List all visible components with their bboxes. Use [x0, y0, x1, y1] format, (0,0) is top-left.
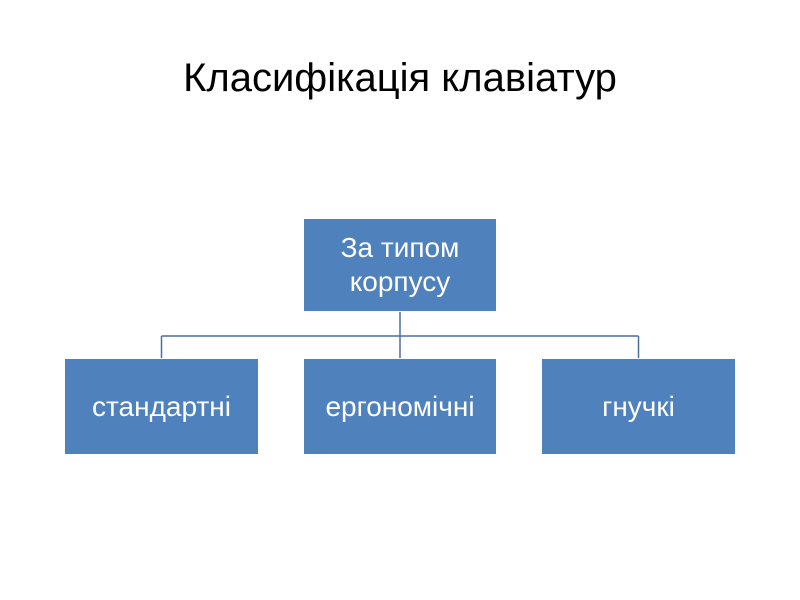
- child-node-label-standard: стандартні: [92, 390, 231, 422]
- root-node-label: За типом корпусу: [340, 232, 460, 297]
- child-node-box-flexible: гнучкі: [541, 358, 736, 455]
- root-node-box: За типом корпусу: [303, 218, 497, 312]
- child-node-box-standard: стандартні: [64, 358, 259, 455]
- child-node-box-ergonomic: ергономічні: [303, 358, 497, 455]
- child-node-label-flexible: гнучкі: [602, 390, 675, 422]
- slide-title: Класифікація клавіатур: [183, 56, 617, 100]
- child-node-label-ergonomic: ергономічні: [325, 390, 475, 422]
